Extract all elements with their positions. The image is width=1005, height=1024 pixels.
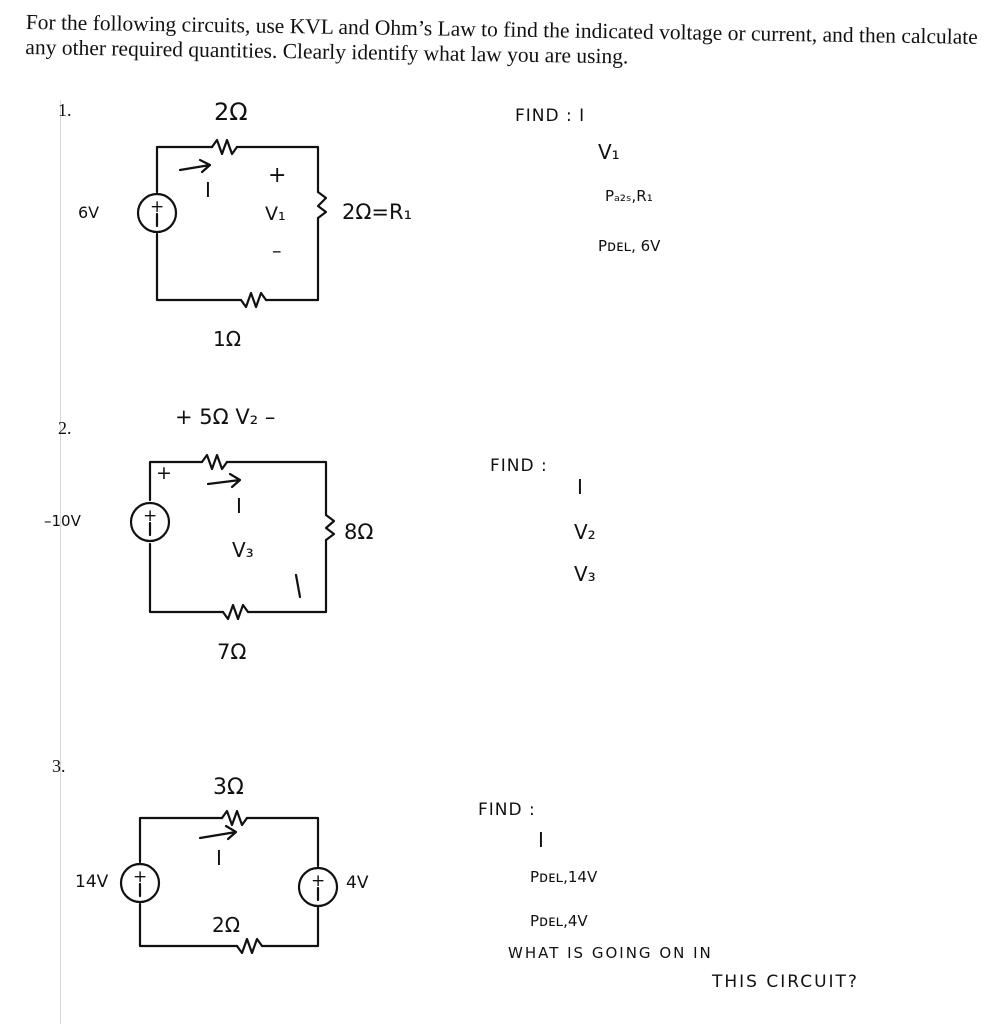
problem-1-find-item: Pᴅᴇʟ, 6V	[598, 237, 661, 255]
problem-3-find-item: Pᴅᴇʟ,14V	[530, 868, 598, 886]
circuit-1-source-label: 6V	[78, 203, 100, 222]
circuit-2-top-resistor	[200, 453, 229, 471]
circuit-3-top-resistor-label: 3Ω	[213, 775, 244, 800]
circuit-3-current-arrow	[198, 824, 238, 841]
circuit-1-bottom-resistor	[239, 291, 268, 309]
problem-1-find-item: Pₐ₂ₛ,R₁	[605, 187, 653, 205]
circuit-1-right-resistor	[316, 190, 328, 220]
circuit-3: + +	[119, 809, 339, 955]
problem-1-find-item: V₁	[598, 140, 620, 164]
circuit-2-source-plus: +	[143, 506, 157, 526]
circuit-1-voltage-plus: +	[268, 163, 287, 188]
circuit-2-bottom-resistor-label: 7Ω	[217, 640, 247, 664]
problem-3-find-item: Pᴅᴇʟ,4V	[530, 912, 588, 930]
circuit-3-bottom-resistor-label: 2Ω	[212, 913, 241, 937]
problem-2-find-item: V₃	[574, 562, 596, 586]
circuit-2-plus-corner: +	[156, 462, 172, 484]
circuit-2-current-arrow	[206, 472, 242, 489]
circuit-2-right-resistor-label: 8Ω	[344, 520, 374, 544]
problem-2-number: 2.	[58, 418, 72, 438]
circuit-2-right-resistor	[324, 513, 336, 542]
circuit-1: +	[136, 138, 328, 309]
problem-2-find-item: V₂	[574, 520, 596, 544]
circuit-1-top-resistor	[210, 138, 239, 156]
problem-3-find-title: FIND :	[478, 800, 536, 820]
circuit-1-current-label: I	[205, 178, 211, 202]
problem-2-find-title: FIND :	[490, 456, 548, 476]
circuit-3-right-source-plus: +	[311, 871, 325, 891]
circuit-1-voltage-label: V₁	[265, 203, 286, 225]
circuit-1-voltage-minus: –	[272, 240, 282, 262]
circuit-2-voltage-source	[129, 501, 171, 543]
circuit-1-voltage-source	[136, 192, 178, 234]
circuit-3-left-voltage-source	[119, 862, 161, 904]
circuit-2-v3-label: V₃	[232, 538, 254, 562]
problem-1-number: 1.	[58, 100, 72, 120]
circuit-1-bottom-resistor-label: 1Ω	[213, 327, 242, 351]
problem-2-find-item: I	[577, 475, 583, 499]
problem-3-find-item: I	[538, 828, 544, 852]
circuit-2-bottom-resistor	[221, 603, 250, 621]
problem-3-number: 3.	[52, 756, 66, 776]
circuit-2-source-label: –10V	[44, 512, 81, 530]
circuit-2-top-label: + 5Ω V₂ –	[175, 405, 276, 429]
circuit-2: +	[129, 453, 336, 621]
circuit-1-right-resistor-label: 2Ω=R₁	[342, 200, 413, 224]
circuit-3-bottom-resistor	[235, 937, 264, 955]
circuit-3-left-source-label: 14V	[75, 872, 109, 892]
problem-1-find-title: FIND : I	[515, 106, 586, 126]
circuit-1-source-plus: +	[150, 197, 164, 217]
page-margin-line	[60, 100, 61, 1024]
problem-3-question-line2: THIS CIRCUIT?	[712, 972, 859, 992]
circuit-2-current-label: I	[236, 494, 242, 518]
circuit-3-left-source-plus: +	[133, 867, 147, 887]
circuit-3-top-resistor	[220, 809, 249, 827]
circuit-3-right-source-label: 4V	[346, 873, 369, 893]
circuit-1-top-resistor-label: 2Ω	[214, 98, 248, 126]
circuit-3-current-label: I	[216, 846, 222, 870]
circuit-1-current-arrow	[178, 158, 212, 174]
problem-3-question-line1: WHAT IS GOING ON IN	[508, 944, 713, 962]
